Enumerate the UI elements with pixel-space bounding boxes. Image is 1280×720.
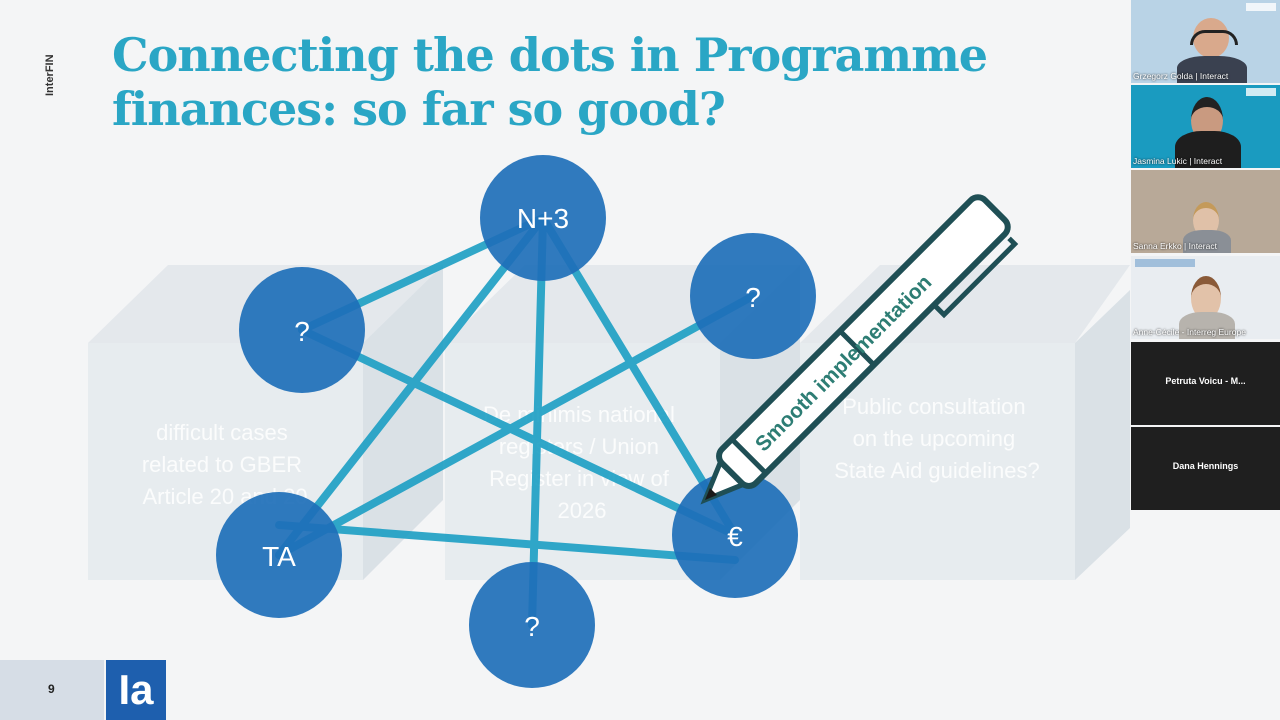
box-3-line-1: Public consultation: [842, 394, 1025, 419]
participant-name: Dana Hennings: [1172, 461, 1239, 471]
participant-tile[interactable]: Jasmina Lukic | Interact: [1131, 85, 1280, 168]
title-line-1: Connecting the dots in Programme: [112, 28, 988, 82]
participant-body: [1179, 312, 1235, 339]
participant-tile[interactable]: Anne-Cécile - Interreg Europe: [1131, 256, 1280, 339]
box-2-line-4: 2026: [558, 498, 607, 523]
participant-body: [1175, 131, 1241, 168]
node-question-1: ?: [239, 267, 365, 393]
node-ta-label: TA: [262, 541, 296, 572]
box-3-line-3: State Aid guidelines?: [834, 458, 1040, 483]
node-n3-label: N+3: [517, 203, 569, 234]
box-3-text: Public consultation on the upcoming Stat…: [834, 394, 1040, 483]
participant-name: Grzegorz Golda | Interact: [1133, 71, 1229, 81]
node-n3: N+3: [480, 155, 606, 281]
participant-tile[interactable]: Dana Hennings: [1131, 427, 1280, 510]
box-1-line-2: related to GBER: [142, 452, 302, 477]
box-3: [800, 265, 1130, 580]
participant-name: Sanna Erkko | Interact: [1133, 241, 1217, 251]
node-question-3: ?: [469, 562, 595, 688]
logo-badge: [1135, 259, 1195, 267]
participant-name: Petruta Voicu - M...: [1165, 376, 1246, 386]
node-question-1-label: ?: [294, 316, 310, 347]
participant-tile[interactable]: Sanna Erkko | Interact: [1131, 170, 1280, 253]
line-ta-euro: [275, 521, 739, 564]
participant-name: Jasmina Lukic | Interact: [1133, 156, 1223, 166]
slide-title: Connecting the dots in Programme finance…: [112, 28, 1092, 136]
line-q1-euro: [298, 326, 739, 539]
logo-badge: [1246, 88, 1276, 96]
participant-name: Anne-Cécile - Interreg Europe: [1133, 327, 1246, 337]
page-number-block: 9: [0, 660, 104, 720]
interact-logo: Ia: [106, 660, 166, 720]
line-n3-q3: [528, 214, 547, 629]
line-n3-ta: [275, 214, 547, 559]
shared-slide: InterFIN Connecting the dots in Programm…: [0, 28, 1130, 720]
box-3-line-2: on the upcoming: [853, 426, 1016, 451]
participant-body: [1177, 56, 1247, 83]
participant-tile[interactable]: Petruta Voicu - M...: [1131, 342, 1280, 425]
node-question-3-label: ?: [524, 611, 540, 642]
pen-nib: [705, 487, 718, 500]
box-2-line-1: De minimis national: [483, 402, 675, 427]
node-question-2: ?: [690, 233, 816, 359]
node-ta: TA: [216, 492, 342, 618]
title-line-2: finances: so far so good?: [112, 82, 726, 136]
page-number: 9: [48, 682, 55, 696]
participant-tile[interactable]: Grzegorz Golda | Interact: [1131, 0, 1280, 83]
pen-clip: [932, 236, 1019, 319]
node-question-2-label: ?: [745, 282, 761, 313]
dots-diagram: difficult cases related to GBER Article …: [88, 155, 1130, 688]
node-euro: €: [672, 472, 798, 598]
box-1-line-1: difficult cases: [156, 420, 288, 445]
node-euro-label: €: [727, 521, 743, 552]
participant-body: [1183, 230, 1231, 253]
logo-badge: [1246, 3, 1276, 11]
headset-icon: [1190, 30, 1238, 45]
pen-body: [716, 194, 1011, 489]
line-q2-ta: [275, 292, 757, 559]
